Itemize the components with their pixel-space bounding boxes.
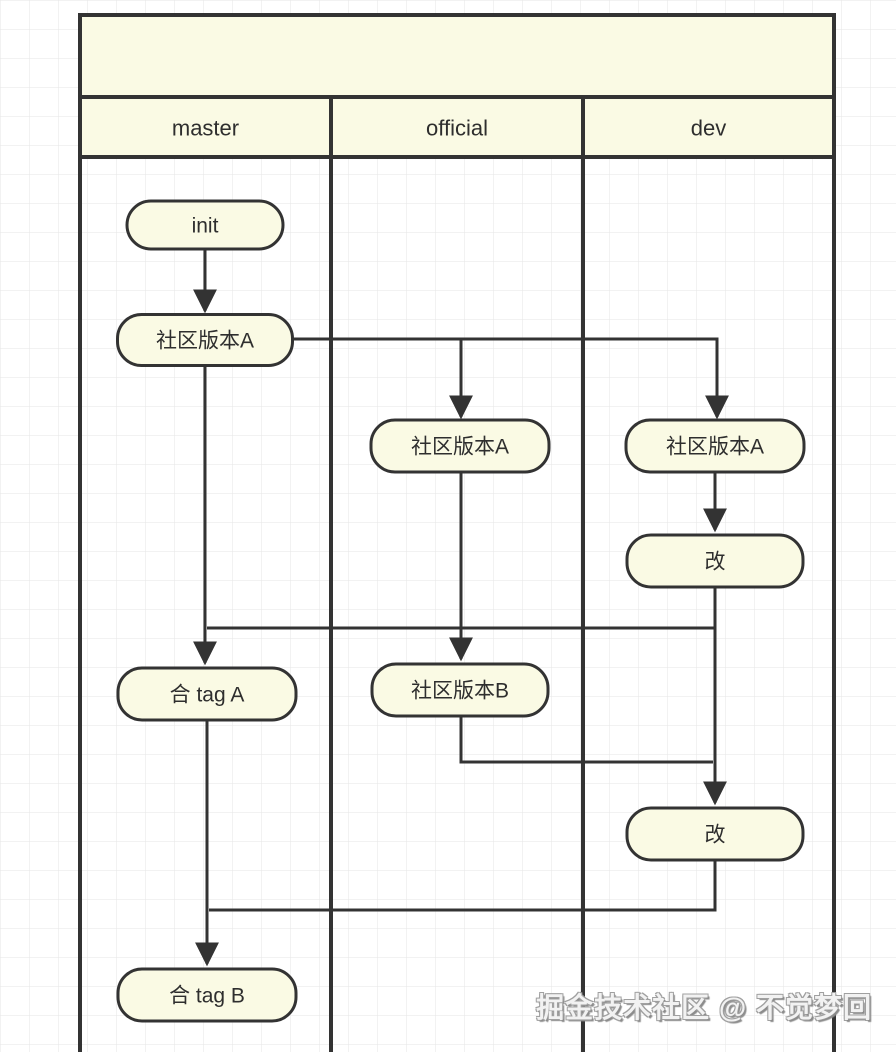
edge-b-official-join-dev <box>459 717 713 764</box>
lane-header-label-official: official <box>426 116 488 141</box>
node-gai-2: 改 <box>625 806 805 862</box>
node-a-dev: 社区版本A <box>624 418 806 474</box>
node-label: 社区版本A <box>156 330 254 353</box>
lane-header-label-dev: dev <box>691 116 726 141</box>
lane-header-label-master: master <box>172 116 239 141</box>
edge-a-master-to-a-dev <box>292 337 729 420</box>
node-label: 社区版本A <box>411 436 509 459</box>
node-tag-a: 合 tag A <box>116 666 298 722</box>
node-gai-1: 改 <box>625 533 805 589</box>
node-shape <box>624 418 806 474</box>
node-shape <box>116 967 298 1023</box>
node-label: 合 tag B <box>169 985 245 1008</box>
diagram-title-box <box>78 13 836 99</box>
node-init: init <box>125 199 285 251</box>
node-shape <box>370 662 550 718</box>
node-a-official: 社区版本A <box>369 418 551 474</box>
lane-header-master <box>78 95 333 159</box>
node-label: 改 <box>705 824 726 847</box>
node-shape <box>116 666 298 722</box>
node-shape <box>625 806 805 862</box>
node-b-official: 社区版本B <box>370 662 550 718</box>
node-label: 改 <box>705 551 726 574</box>
node-label: 社区版本A <box>666 436 764 459</box>
node-tag-b: 合 tag B <box>116 967 298 1023</box>
node-shape <box>625 533 805 589</box>
node-shape <box>125 199 285 251</box>
node-label: init <box>192 215 219 238</box>
node-a-master: 社区版本A <box>116 313 294 367</box>
node-label: 合 tag A <box>170 684 245 707</box>
node-shape <box>369 418 551 474</box>
node-shape <box>116 313 294 367</box>
lane-header-dev <box>581 95 836 159</box>
edge-gai-2-branch-left <box>209 861 717 912</box>
node-label: 社区版本B <box>411 680 509 703</box>
